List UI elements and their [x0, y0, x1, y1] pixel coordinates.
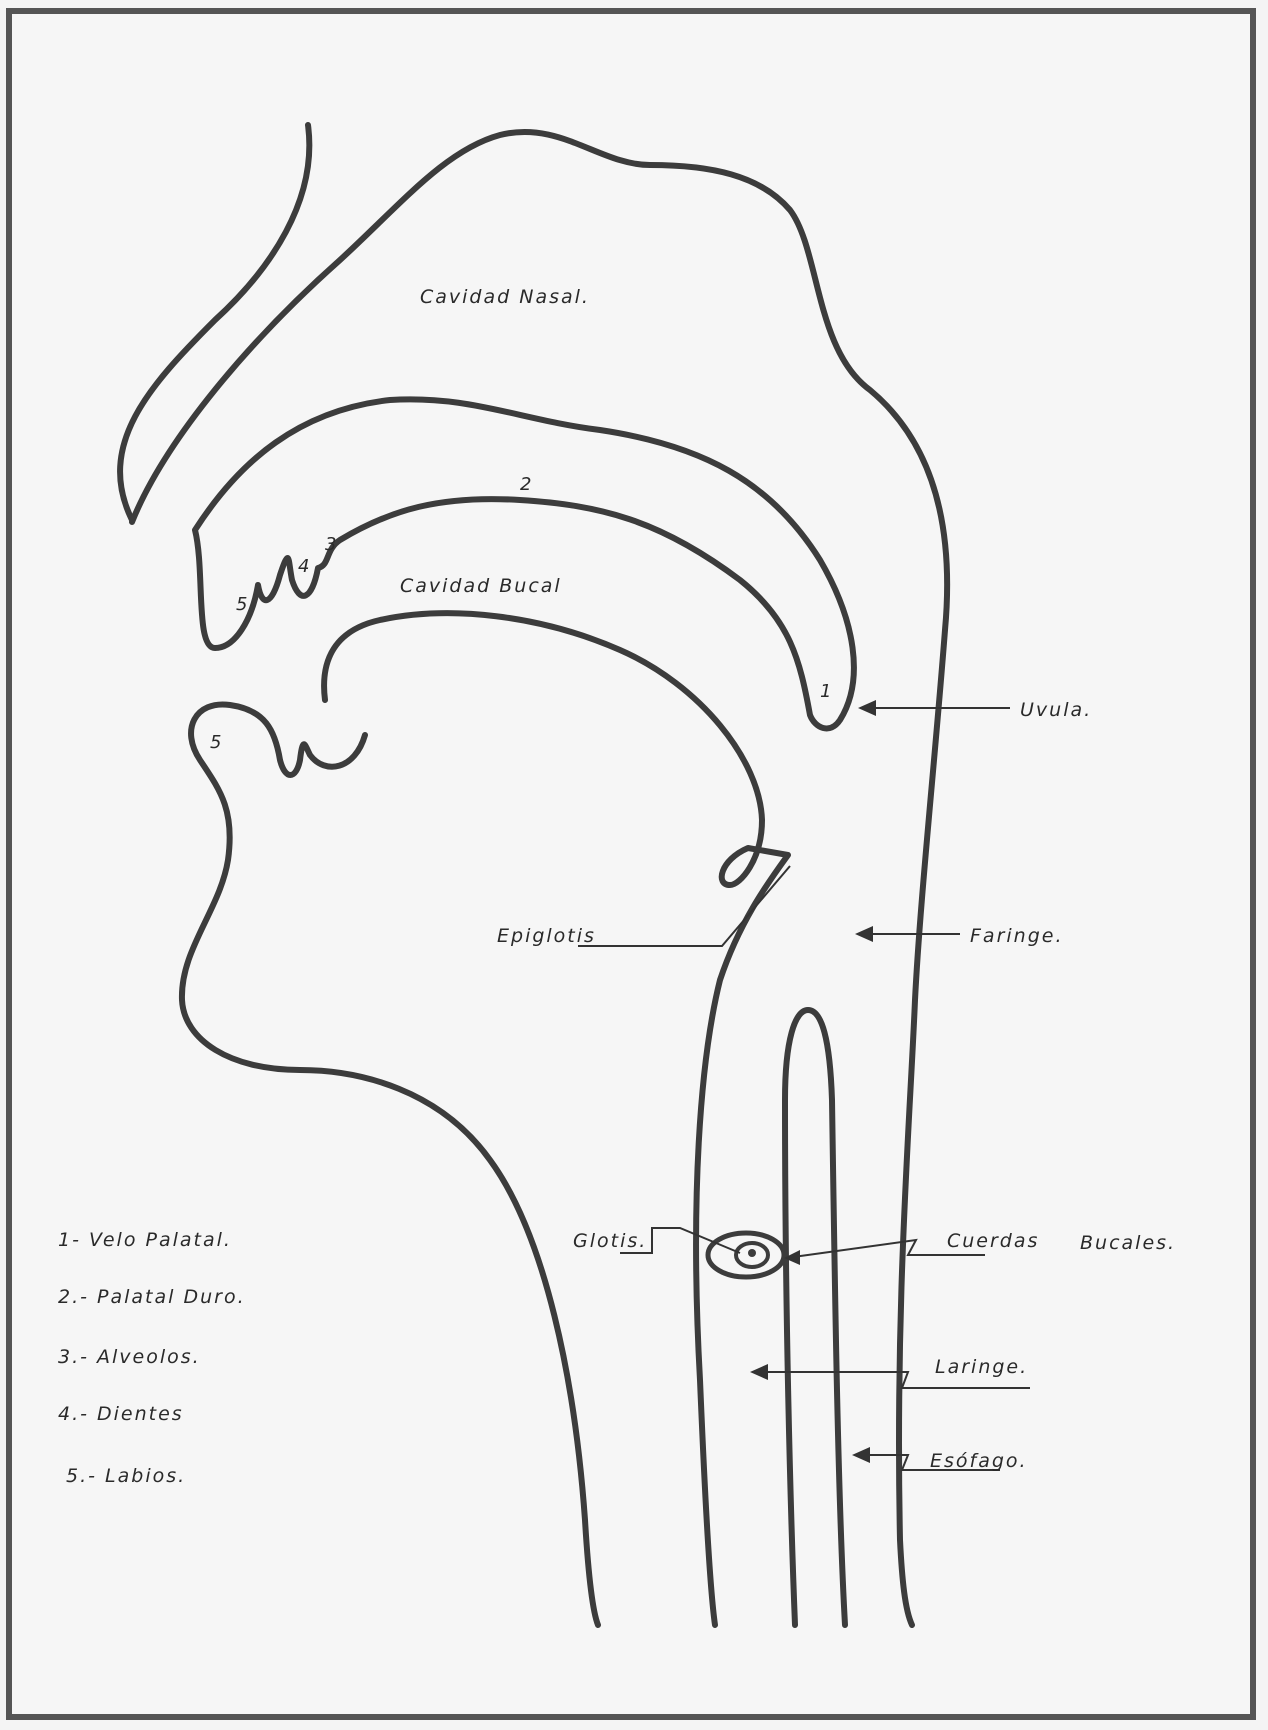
- oral-cavity-label: Cavidad Bucal: [400, 575, 562, 597]
- marker-hard-palate: 2: [520, 474, 531, 495]
- marker-velum: 1: [820, 681, 831, 702]
- nasal-cavity-label: Cavidad Nasal.: [420, 286, 590, 308]
- esophagus-arrowhead: [852, 1447, 870, 1463]
- epiglottis-pointer: [578, 866, 790, 946]
- glottis-center: [748, 1249, 756, 1257]
- vocal-cords-shape: [708, 1233, 784, 1277]
- nose-bridge-line: [120, 125, 309, 520]
- legend-item-4: 4.- Dientes: [58, 1403, 184, 1425]
- marker-lower-lip: 5: [210, 732, 221, 753]
- marker-teeth: 4: [298, 556, 309, 577]
- legend-item-2: 2.- Palatal Duro.: [58, 1286, 246, 1308]
- legend-item-5: 5.- Labios.: [66, 1465, 186, 1487]
- hard-palate-outline: [195, 399, 854, 728]
- larynx-label: Laringe.: [935, 1356, 1028, 1378]
- vocal-cords-label-2: Bucales.: [1080, 1232, 1176, 1254]
- larynx-arrowhead: [750, 1364, 768, 1380]
- lower-lip-chin-outline: [182, 704, 598, 1625]
- glottis-label: Glotis.: [573, 1230, 647, 1252]
- marker-alveoli: 3: [325, 534, 336, 555]
- uvula-label: Uvula.: [1020, 699, 1092, 721]
- tongue-outline: [324, 613, 788, 1625]
- esophagus-outline: [785, 1010, 845, 1625]
- marker-upper-lip: 5: [236, 594, 247, 615]
- pharynx-arrowhead: [855, 926, 873, 942]
- nasal-cavity-outline: [132, 132, 947, 1625]
- epiglottis-label: Epiglotis: [497, 925, 596, 947]
- esophagus-label: Esófago.: [930, 1450, 1028, 1472]
- uvula-arrowhead: [858, 700, 876, 716]
- pharynx-label: Faringe.: [970, 925, 1064, 947]
- legend-item-3: 3.- Alveolos.: [58, 1346, 201, 1368]
- legend-item-1: 1- Velo Palatal.: [58, 1229, 232, 1251]
- vocal-cords-label-1: Cuerdas: [947, 1230, 1039, 1252]
